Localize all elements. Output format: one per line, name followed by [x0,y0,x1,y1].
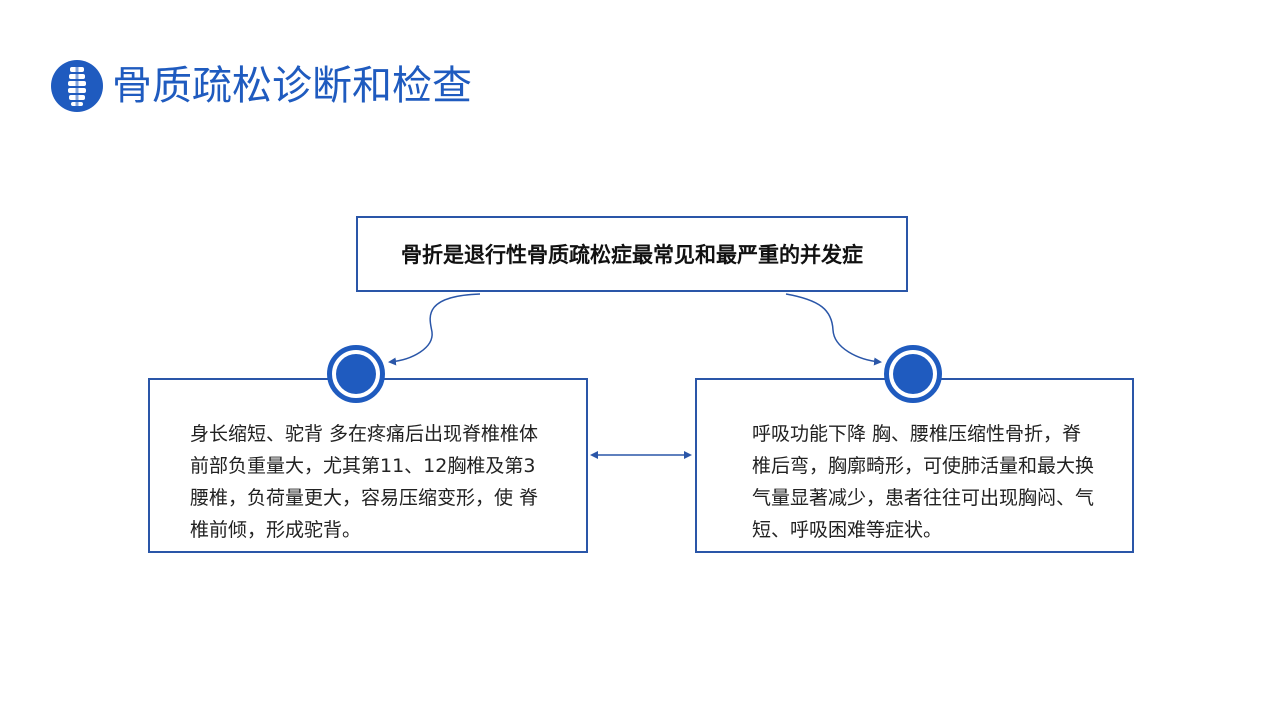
top-box-text: 骨折是退行性骨质疏松症最常见和最严重的并发症 [401,243,863,267]
spine-icon [51,60,103,112]
connector-top-to-right [785,293,882,366]
left-node-circle [327,345,385,403]
page-title: 骨质疏松诊断和检查 [112,63,472,109]
left-card-text: 身长缩短、驼背 多在疼痛后出现脊椎椎体前部负重量大，尤其第11、12胸椎及第3腰… [190,423,539,541]
header: 骨质疏松诊断和检查 [50,58,472,114]
right-card-text: 呼吸功能下降 胸、腰椎压缩性骨折，脊椎后弯，胸廓畸形，可使肺活量和最大换气量显著… [752,423,1095,541]
right-node-dot [893,354,933,394]
top-box: 骨折是退行性骨质疏松症最常见和最严重的并发症 [356,216,908,292]
right-card: 呼吸功能下降 胸、腰椎压缩性骨折，脊椎后弯，胸廓畸形，可使肺活量和最大换气量显著… [695,378,1134,553]
left-node-dot [336,354,376,394]
connector-top-to-left [388,293,481,366]
right-node-circle [884,345,942,403]
left-card: 身长缩短、驼背 多在疼痛后出现脊椎椎体前部负重量大，尤其第11、12胸椎及第3腰… [148,378,588,553]
